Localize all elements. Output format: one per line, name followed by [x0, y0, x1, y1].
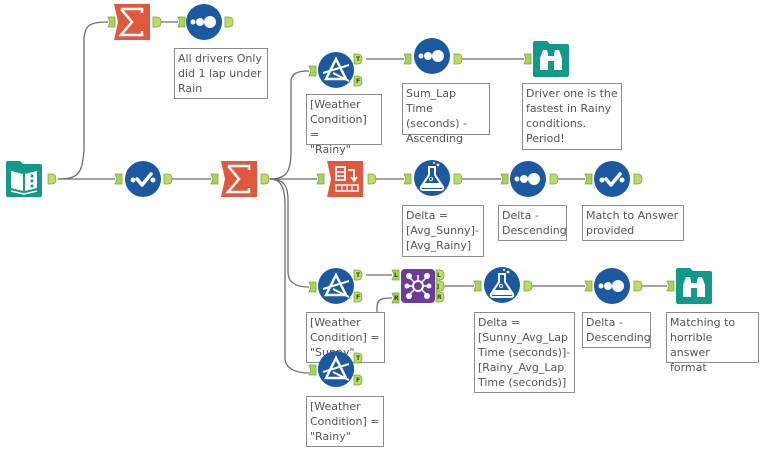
- annotation-sum-lap-time: Sum_Lap Time (seconds) - Ascending: [402, 83, 490, 145]
- tool-formula-1[interactable]: [403, 160, 463, 196]
- tool-summarize-main[interactable]: [210, 161, 270, 197]
- tool-sort-delta-2[interactable]: [584, 268, 643, 304]
- checkmark-icon: [594, 161, 630, 197]
- dots-icon: [594, 268, 630, 304]
- binoculars-icon: [533, 41, 569, 77]
- annotation-filter-rainy-1: [Weather Condition] = "Rainy": [306, 94, 382, 156]
- anchor-left-label: L: [394, 272, 398, 279]
- sigma-icon: [221, 161, 257, 197]
- tool-browse-2[interactable]: [666, 268, 712, 304]
- tool-select[interactable]: [114, 161, 173, 197]
- tool-formula-2[interactable]: [473, 267, 533, 303]
- tool-filter-sunny[interactable]: T F: [308, 268, 363, 304]
- tool-select-2[interactable]: [584, 161, 643, 197]
- annotation-filter-sunny: [Weather Condition] = "Sunny": [306, 312, 385, 363]
- annotation-filter-rainy-2: [Weather Condition] = "Rainy": [306, 396, 384, 447]
- tool-summarize-top[interactable]: [107, 4, 162, 40]
- annotation-matching-horrible: Matching to horrible answer format: [666, 312, 759, 374]
- annotation-driver-one: Driver one is the fastest in Rainy condi…: [522, 83, 622, 150]
- anchor-right-out-label: R: [437, 294, 442, 301]
- anchor-true-label: T: [356, 56, 361, 63]
- tool-sort-delta-1[interactable]: [500, 161, 559, 197]
- tool-browse-1[interactable]: [523, 41, 569, 77]
- anchor-false-label: F: [356, 377, 360, 384]
- annotation-delta-1: Delta = [Avg_Sunny]- [Avg_Rainy]: [402, 205, 484, 257]
- wire-summarize-filter-rainy-1: [269, 70, 310, 180]
- annotation-delta-desc-2: Delta - Descending: [582, 312, 651, 348]
- tool-filter-rainy-1[interactable]: T F: [308, 52, 363, 88]
- anchor-right-label: R: [394, 295, 399, 302]
- anchor-true-label: T: [356, 272, 361, 279]
- wire-summarize-filter-sunny: [269, 178, 310, 288]
- dots-icon: [414, 38, 450, 74]
- wire-input-summarize-top: [57, 21, 109, 180]
- wire-summarize-filter-rainy-2: [269, 178, 310, 374]
- annotation-all-drivers: All drivers Only did 1 lap under Rain: [174, 48, 268, 99]
- binoculars-icon: [676, 268, 712, 304]
- annotation-delta-2: Delta = [Sunny_Avg_Lap Time (seconds)]- …: [474, 312, 575, 393]
- annotation-delta-desc-1: Delta - Descending: [498, 205, 567, 241]
- anchor-left-out-label: L: [437, 272, 441, 279]
- sigma-icon: [114, 4, 150, 40]
- tool-sort-top[interactable]: [177, 4, 234, 40]
- filter-prism-icon: [318, 52, 354, 88]
- tool-join[interactable]: L R L J R: [391, 269, 445, 304]
- flask-icon: [484, 267, 520, 303]
- book-icon: [6, 161, 42, 197]
- dots-icon: [510, 161, 546, 197]
- tool-sort-laptime[interactable]: [403, 38, 463, 74]
- anchor-false-label: F: [356, 78, 360, 85]
- tool-crosstab[interactable]: [316, 161, 377, 197]
- connections: [57, 21, 667, 374]
- anchor-false-label: F: [356, 294, 360, 301]
- annotation-match-answer: Match to Answer provided: [582, 205, 684, 241]
- filter-prism-icon: [318, 268, 354, 304]
- checkmark-icon: [125, 161, 161, 197]
- flask-icon: [414, 160, 450, 196]
- dots-icon: [186, 4, 222, 40]
- crosstab-icon: [327, 161, 363, 197]
- tool-input-data[interactable]: [6, 161, 57, 197]
- anchor-join-label: J: [436, 283, 439, 290]
- join-icon: [401, 269, 435, 303]
